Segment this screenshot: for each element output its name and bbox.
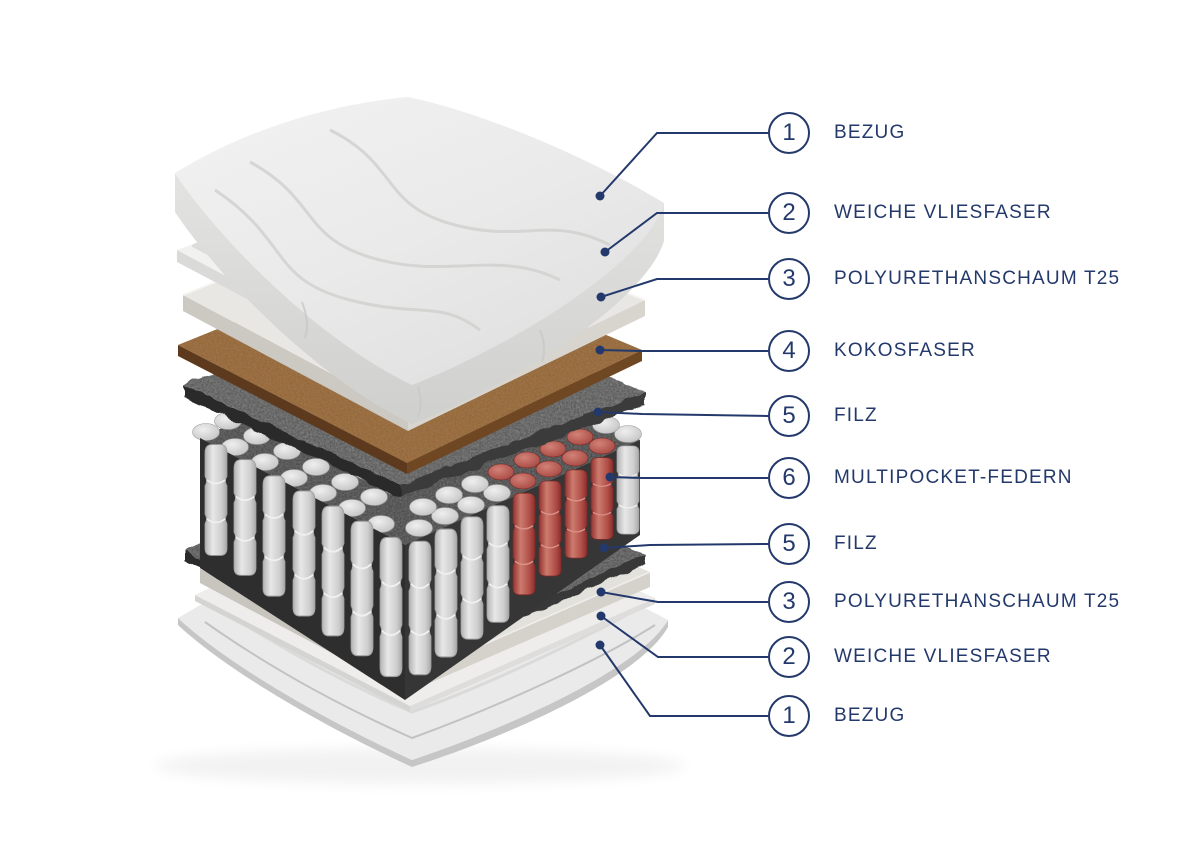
callout-label: WEICHE VLIESFASER	[834, 646, 1052, 667]
callout-label: POLYURETHANSCHAUM T25	[834, 591, 1121, 612]
layer-bezug-top	[175, 97, 664, 424]
callout-bezug-bottom: 1 BEZUG	[768, 695, 905, 737]
callout-number-badge: 6	[768, 457, 810, 499]
callout-multipocket-federn: 6 MULTIPOCKET-FEDERN	[768, 457, 1073, 499]
callout-number-badge: 1	[768, 695, 810, 737]
callout-label: BEZUG	[834, 705, 906, 726]
callout-number-badge: 3	[768, 581, 810, 623]
callout-vliesfaser-top: 2 WEICHE VLIESFASER	[768, 192, 1052, 234]
callout-label: BEZUG	[834, 122, 906, 143]
callout-number-badge: 2	[768, 636, 810, 678]
quilt-seams	[214, 128, 611, 332]
callout-label: POLYURETHANSCHAUM T25	[834, 268, 1121, 289]
callout-bezug-top: 1 BEZUG	[768, 112, 905, 154]
callout-label: FILZ	[834, 405, 878, 426]
callout-kokosfaser: 4 KOKOSFASER	[768, 330, 976, 372]
callout-filz-bottom: 5 FILZ	[768, 523, 878, 565]
callout-label: KOKOSFASER	[834, 340, 976, 361]
callout-label: FILZ	[834, 533, 878, 554]
callout-label: MULTIPOCKET-FEDERN	[834, 467, 1073, 488]
leader-lines	[597, 132, 769, 717]
callout-vliesfaser-bottom: 2 WEICHE VLIESFASER	[768, 636, 1052, 678]
callout-number-badge: 3	[768, 258, 810, 300]
ground-shadow	[155, 748, 685, 784]
callout-polyurethanschaum-top: 3 POLYURETHANSCHAUM T25	[768, 258, 1120, 300]
callout-filz-top: 5 FILZ	[768, 395, 878, 437]
callout-number-badge: 5	[768, 523, 810, 565]
callout-number-badge: 2	[768, 192, 810, 234]
quilt-side-channels	[301, 301, 546, 418]
callout-number-badge: 1	[768, 112, 810, 154]
callout-number-badge: 4	[768, 330, 810, 372]
callout-number-badge: 5	[768, 395, 810, 437]
callout-label: WEICHE VLIESFASER	[834, 202, 1052, 223]
callout-polyurethanschaum-bottom: 3 POLYURETHANSCHAUM T25	[768, 581, 1120, 623]
leader-dots	[593, 191, 615, 650]
